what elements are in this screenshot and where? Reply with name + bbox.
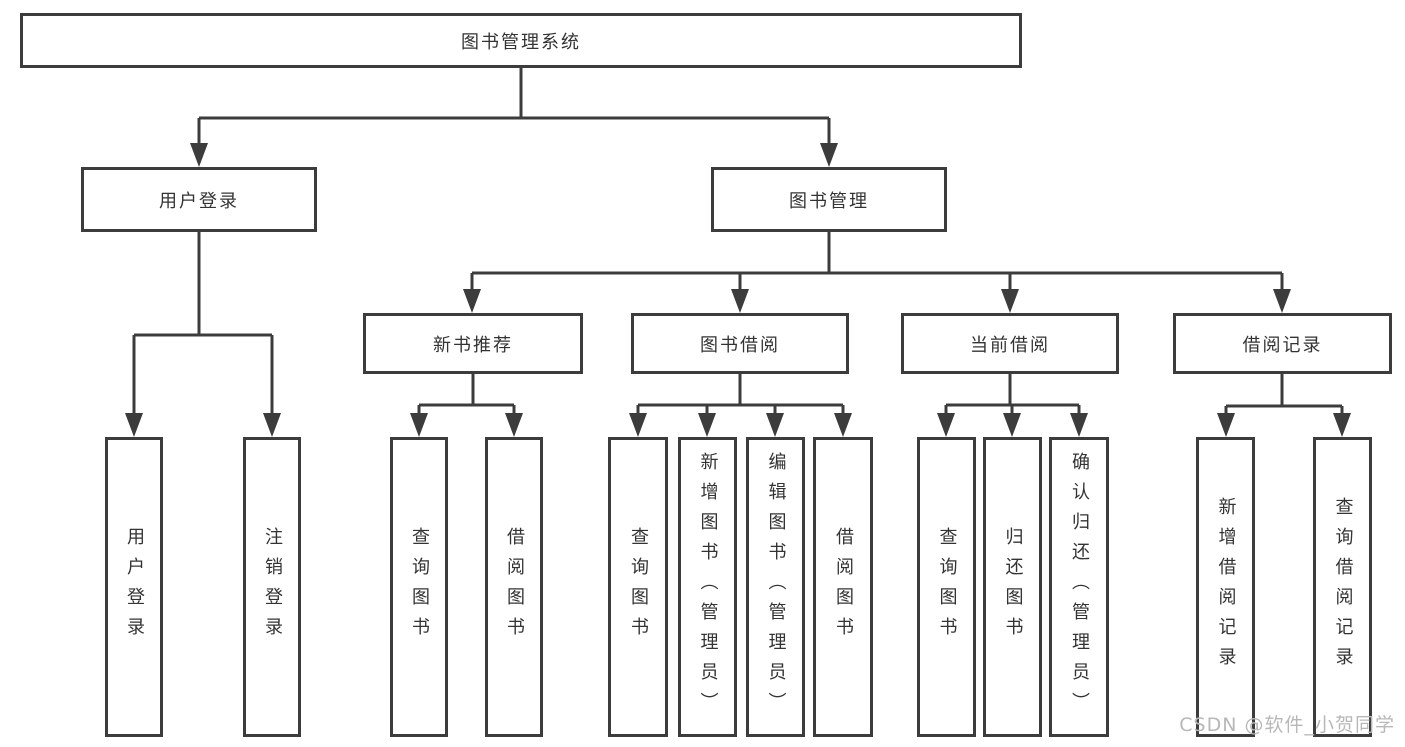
node-new-book-recommend: 新书推荐 bbox=[363, 313, 583, 374]
node-book-management: 图书管理 bbox=[711, 167, 947, 232]
leaf-confirm-return-admin: 确认归还（管理员） bbox=[1049, 437, 1109, 737]
leaf-edit-books-admin: 编辑图书（管理员） bbox=[746, 437, 805, 737]
leaf-user-login: 用户登录 bbox=[105, 437, 163, 737]
leaf-query-books-recommend: 查询图书 bbox=[390, 437, 448, 737]
leaf-return-books: 归还图书 bbox=[983, 437, 1042, 737]
connector-book-borrow-children bbox=[636, 374, 845, 417]
leaf-add-borrow-record: 新增借阅记录 bbox=[1196, 437, 1255, 737]
leaf-borrow-books: 借阅图书 bbox=[813, 437, 873, 737]
node-borrow-records: 借阅记录 bbox=[1173, 313, 1392, 374]
leaf-query-borrow-record: 查询借阅记录 bbox=[1313, 437, 1372, 737]
connector-user-login-children bbox=[132, 232, 274, 417]
node-book-borrow: 图书借阅 bbox=[631, 313, 849, 374]
connector-book-management-children bbox=[470, 232, 1284, 293]
connector-root bbox=[197, 68, 831, 147]
connector-current-borrow-children bbox=[944, 374, 1081, 417]
leaf-query-books-current: 查询图书 bbox=[917, 437, 976, 737]
node-library-system: 图书管理系统 bbox=[20, 13, 1022, 68]
watermark: CSDN @软件_小贺同学 bbox=[1179, 714, 1395, 736]
leaf-logout-login: 注销登录 bbox=[243, 437, 301, 737]
leaf-query-books-borrow: 查询图书 bbox=[608, 437, 668, 737]
arrowhead-markers bbox=[125, 143, 1351, 437]
connector-borrow-records-children bbox=[1224, 374, 1344, 417]
node-user-login: 用户登录 bbox=[81, 167, 317, 232]
node-current-borrow: 当前借阅 bbox=[901, 313, 1119, 374]
leaf-borrow-books-recommend: 借阅图书 bbox=[485, 437, 543, 737]
connector-new-book-recommend-children bbox=[417, 374, 516, 417]
leaf-add-books-admin: 新增图书（管理员） bbox=[678, 437, 737, 737]
